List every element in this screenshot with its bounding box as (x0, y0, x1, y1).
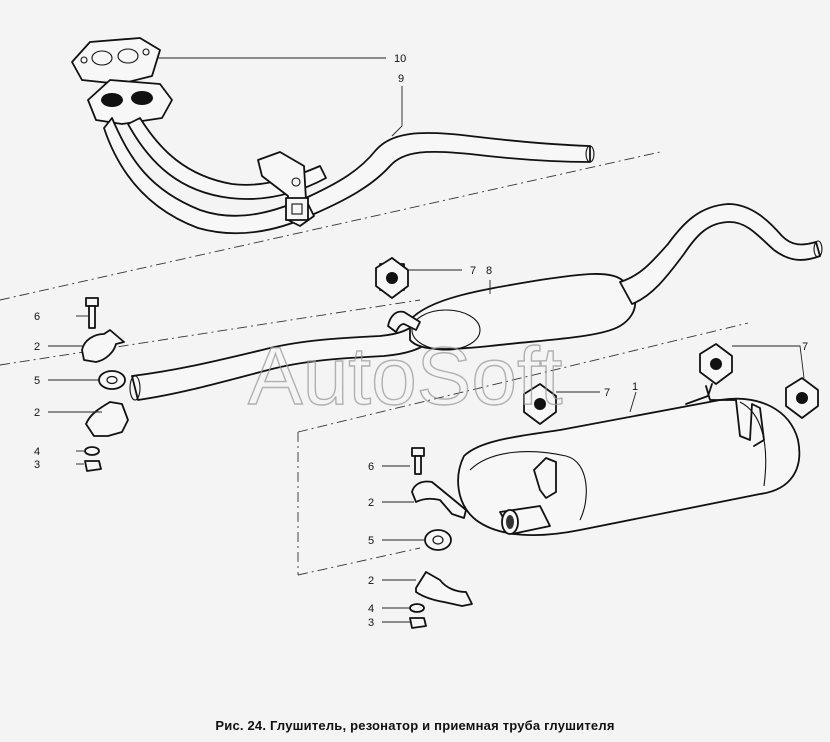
rubber-hanger-muffler-3 (785, 377, 819, 419)
clamp-nut-left (84, 460, 102, 472)
clamp-bolt-left (85, 297, 99, 329)
separator-line-muffler-bottom (297, 547, 421, 576)
callout-8: 8 (486, 265, 492, 277)
callout-7-resonator: 7 (470, 265, 476, 277)
callout-7-muffler-right: 7 (802, 341, 808, 353)
callout-2-right-lower: 2 (368, 575, 374, 587)
callout-9: 9 (398, 73, 404, 85)
rubber-hanger-resonator (375, 257, 409, 299)
clamp-washer-left (98, 370, 126, 390)
clamp-bolt-right (411, 447, 425, 475)
callout-5-left: 5 (34, 375, 40, 387)
resonator-pipe (129, 203, 823, 401)
clamp-washer-right (424, 529, 452, 551)
callout-3-right: 3 (368, 617, 374, 629)
flange-gasket (71, 37, 161, 85)
callout-2-left-lower: 2 (34, 407, 40, 419)
callout-6-right: 6 (368, 461, 374, 473)
callout-1: 1 (632, 381, 638, 393)
figure-caption: Рис. 24. Глушитель, резонатор и приемная… (215, 718, 615, 733)
clamp-spring-washer-left (84, 446, 100, 456)
callout-3-left: 3 (34, 459, 40, 471)
callout-2-left-upper: 2 (34, 341, 40, 353)
exhaust-downpipe (87, 79, 595, 235)
clamp-nut-right (409, 617, 427, 629)
callout-4-right: 4 (368, 603, 374, 615)
separator-line-muffler-top (297, 322, 749, 433)
callout-6-left: 6 (34, 311, 40, 323)
separator-line-upper (0, 151, 661, 301)
watermark-text: AutoSoft (248, 331, 563, 422)
clamp-spring-washer-right (409, 603, 425, 613)
callout-5-right: 5 (368, 535, 374, 547)
callout-2-right-upper: 2 (368, 497, 374, 509)
main-muffler (457, 383, 801, 536)
rubber-hanger-muffler-2 (699, 343, 733, 385)
callout-7-muffler-left: 7 (604, 387, 610, 399)
callout-4-left: 4 (34, 446, 40, 458)
separator-line-middle (0, 299, 421, 366)
callout-10: 10 (394, 53, 406, 65)
rubber-hanger-muffler-1 (523, 383, 557, 425)
clamp-upper-right (411, 480, 467, 519)
clamp-upper-left (81, 329, 125, 363)
leader-lines (48, 57, 805, 623)
clamp-lower-left (85, 401, 129, 437)
clamp-lower-right (415, 571, 473, 607)
